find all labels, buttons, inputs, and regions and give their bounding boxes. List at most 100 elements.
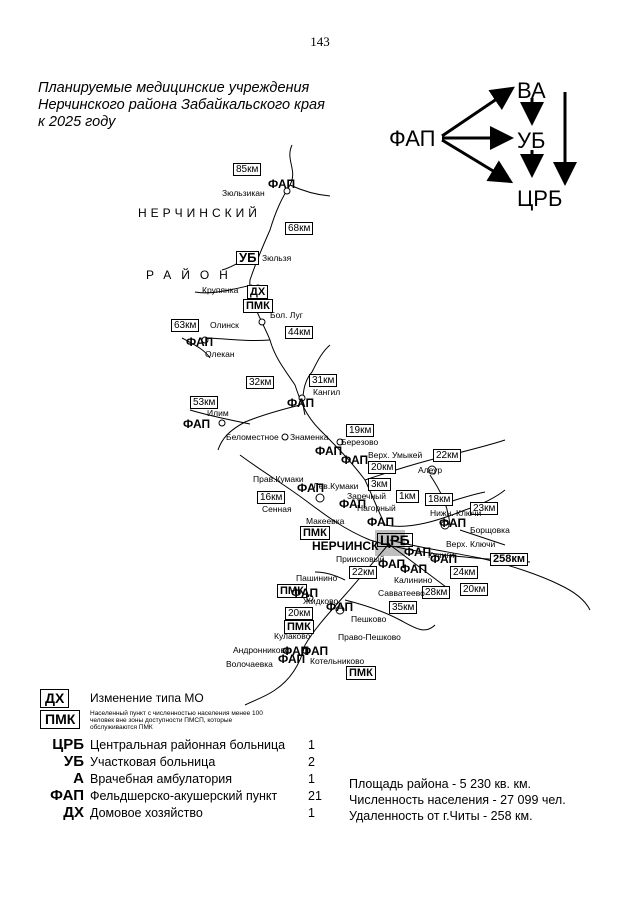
district-info: Площадь района - 5 230 кв. км. Численнос… (349, 776, 566, 824)
facility-stats: ЦРБ Центральная районная больница 1 УБ У… (20, 736, 322, 821)
distance-label: 85км (233, 163, 262, 176)
fap-mark: ФАП (439, 516, 467, 530)
distance-label: 18км (425, 493, 454, 506)
info-distance: Удаленность от г.Читы - 258 км. (349, 809, 533, 823)
distance-label: 258км (490, 553, 528, 566)
distance-label: 19км (346, 424, 375, 437)
map-box-ub: УБ (236, 251, 260, 265)
distance-label: 63км (171, 319, 200, 332)
settlement-label: Котельниково (310, 656, 365, 666)
distance-label: 32км (246, 376, 275, 389)
legend-pmk-box: ПМК (40, 710, 81, 729)
settlement-label: Кулаково (274, 631, 311, 641)
stat-abbr: ДХ (63, 804, 84, 821)
fap-mark: ФАП (282, 644, 310, 658)
settlement-label: НЕРЧИНСК (312, 539, 379, 553)
stat-count: 1 (308, 771, 315, 786)
distance-label: 53км (190, 396, 219, 409)
stat-count: 21 (308, 788, 322, 803)
distance-label: 24км (450, 566, 479, 579)
legend-dx-desc: Изменение типа МО (90, 691, 204, 705)
fap-mark: ФАП (404, 545, 432, 559)
fap-mark: ФАП (278, 652, 306, 666)
title-line-3: к 2025 году (38, 114, 116, 130)
hier-va: ВА (517, 78, 546, 103)
fap-mark: ФАП (291, 586, 319, 600)
settlement-label: Пешково (351, 614, 387, 624)
settlement-label: Жидково (303, 596, 339, 606)
fap-mark: ФАП (301, 644, 329, 658)
hier-crb: ЦРБ (517, 186, 563, 211)
fap-mark: ФАП (430, 552, 458, 566)
fap-mark: ФАП (339, 497, 367, 511)
stat-count: 2 (308, 754, 315, 769)
distance-label: 28км (422, 586, 451, 599)
settlement-label: Беломестное (226, 432, 279, 442)
stat-count: 1 (308, 737, 315, 752)
settlement-label: Зюльзикан (222, 188, 265, 198)
settlement-label: Заречный (347, 491, 387, 501)
map-box-pmk: ПМК (300, 526, 330, 540)
distance-label: 16км (257, 491, 286, 504)
settlement-label: Нижн. Ключи (430, 508, 482, 518)
distance-label: 68км (285, 222, 314, 235)
settlement-label: Приисковый (336, 554, 385, 564)
settlement-label: Волочаевка (226, 659, 273, 669)
fap-mark: ФАП (326, 600, 354, 614)
settlement-label: Знаменка (290, 432, 329, 442)
legend-pmk-desc: Населенный пункт с численностью населени… (90, 710, 263, 731)
stat-name: Участковая больница (90, 754, 216, 769)
stat-abbr: УБ (63, 753, 84, 770)
settlement-label: Олекан (205, 349, 235, 359)
distance-label: 20км (460, 583, 489, 596)
settlement-label: Крупянка (202, 285, 239, 295)
fap-mark: ФАП (183, 417, 211, 431)
settlement-label: Макеевка (306, 516, 345, 526)
hier-fap: ФАП (389, 126, 436, 151)
region-label-1: НЕРЧИНСКИЙ (138, 206, 261, 220)
stat-row: УБ Участковая больница 2 (20, 753, 322, 770)
distance-label: 20км (368, 461, 397, 474)
distance-label: 1км (396, 490, 419, 503)
fap-mark: ФАП (378, 557, 406, 571)
settlement-label: Прав.Кумаки (253, 474, 304, 484)
settlement-label: Андронниково (233, 645, 290, 655)
stat-row: А Врачебная амбулатория 1 (20, 770, 322, 787)
settlement-label: Алеур (418, 465, 443, 475)
settlement-label: Зюльзя (262, 253, 292, 263)
region-label-2: РАЙОН (146, 268, 238, 282)
fap-mark: ФАП (268, 177, 296, 191)
settlement-label: Кангил (313, 387, 341, 397)
page-number: 143 (310, 34, 330, 49)
settlement-label: Березово (341, 437, 379, 447)
info-area: Площадь района - 5 230 кв. км. (349, 777, 532, 791)
legend-dx-box: ДХ (40, 689, 70, 708)
fap-mark: ФАП (400, 562, 428, 576)
stat-row: ДХ Домовое хозяйство 1 (20, 804, 322, 821)
settlement-label: Савватеево (378, 588, 425, 598)
stat-abbr: ФАП (50, 787, 84, 804)
fap-mark: ФАП (186, 335, 214, 349)
fap-mark: ФАП (341, 453, 369, 467)
settlement-label: Пашинино (296, 573, 338, 583)
settlement-label: Лев.Кумаки (313, 481, 359, 491)
stat-name: Центральная районная больница (90, 737, 286, 752)
stat-name: Врачебная амбулатория (90, 771, 233, 786)
title-line-2: Нерчинского района Забайкальского края (38, 97, 325, 113)
fap-mark: ФАП (315, 444, 343, 458)
distance-label: 35км (389, 601, 418, 614)
settlement-label: Верх. Ключи (446, 539, 496, 549)
settlement-label: Кучиги (428, 550, 455, 560)
stat-count: 1 (308, 805, 315, 820)
settlement-label: Борщовка (470, 525, 510, 535)
map-title: Планируемые медицинские учреждения Нерчи… (38, 80, 325, 131)
map-box-pmk: ПМК (346, 666, 376, 680)
hierarchy-arrows (441, 86, 577, 186)
settlement-label: Бол. Луг (270, 310, 303, 320)
distance-label: 44км (285, 326, 314, 339)
settlement-label: Олинск (210, 320, 239, 330)
map-box-dx: ДХ (247, 285, 269, 299)
distance-label: 22км (433, 449, 462, 462)
settlement-label: Илим (207, 408, 229, 418)
fap-mark: ФАП (297, 481, 325, 495)
